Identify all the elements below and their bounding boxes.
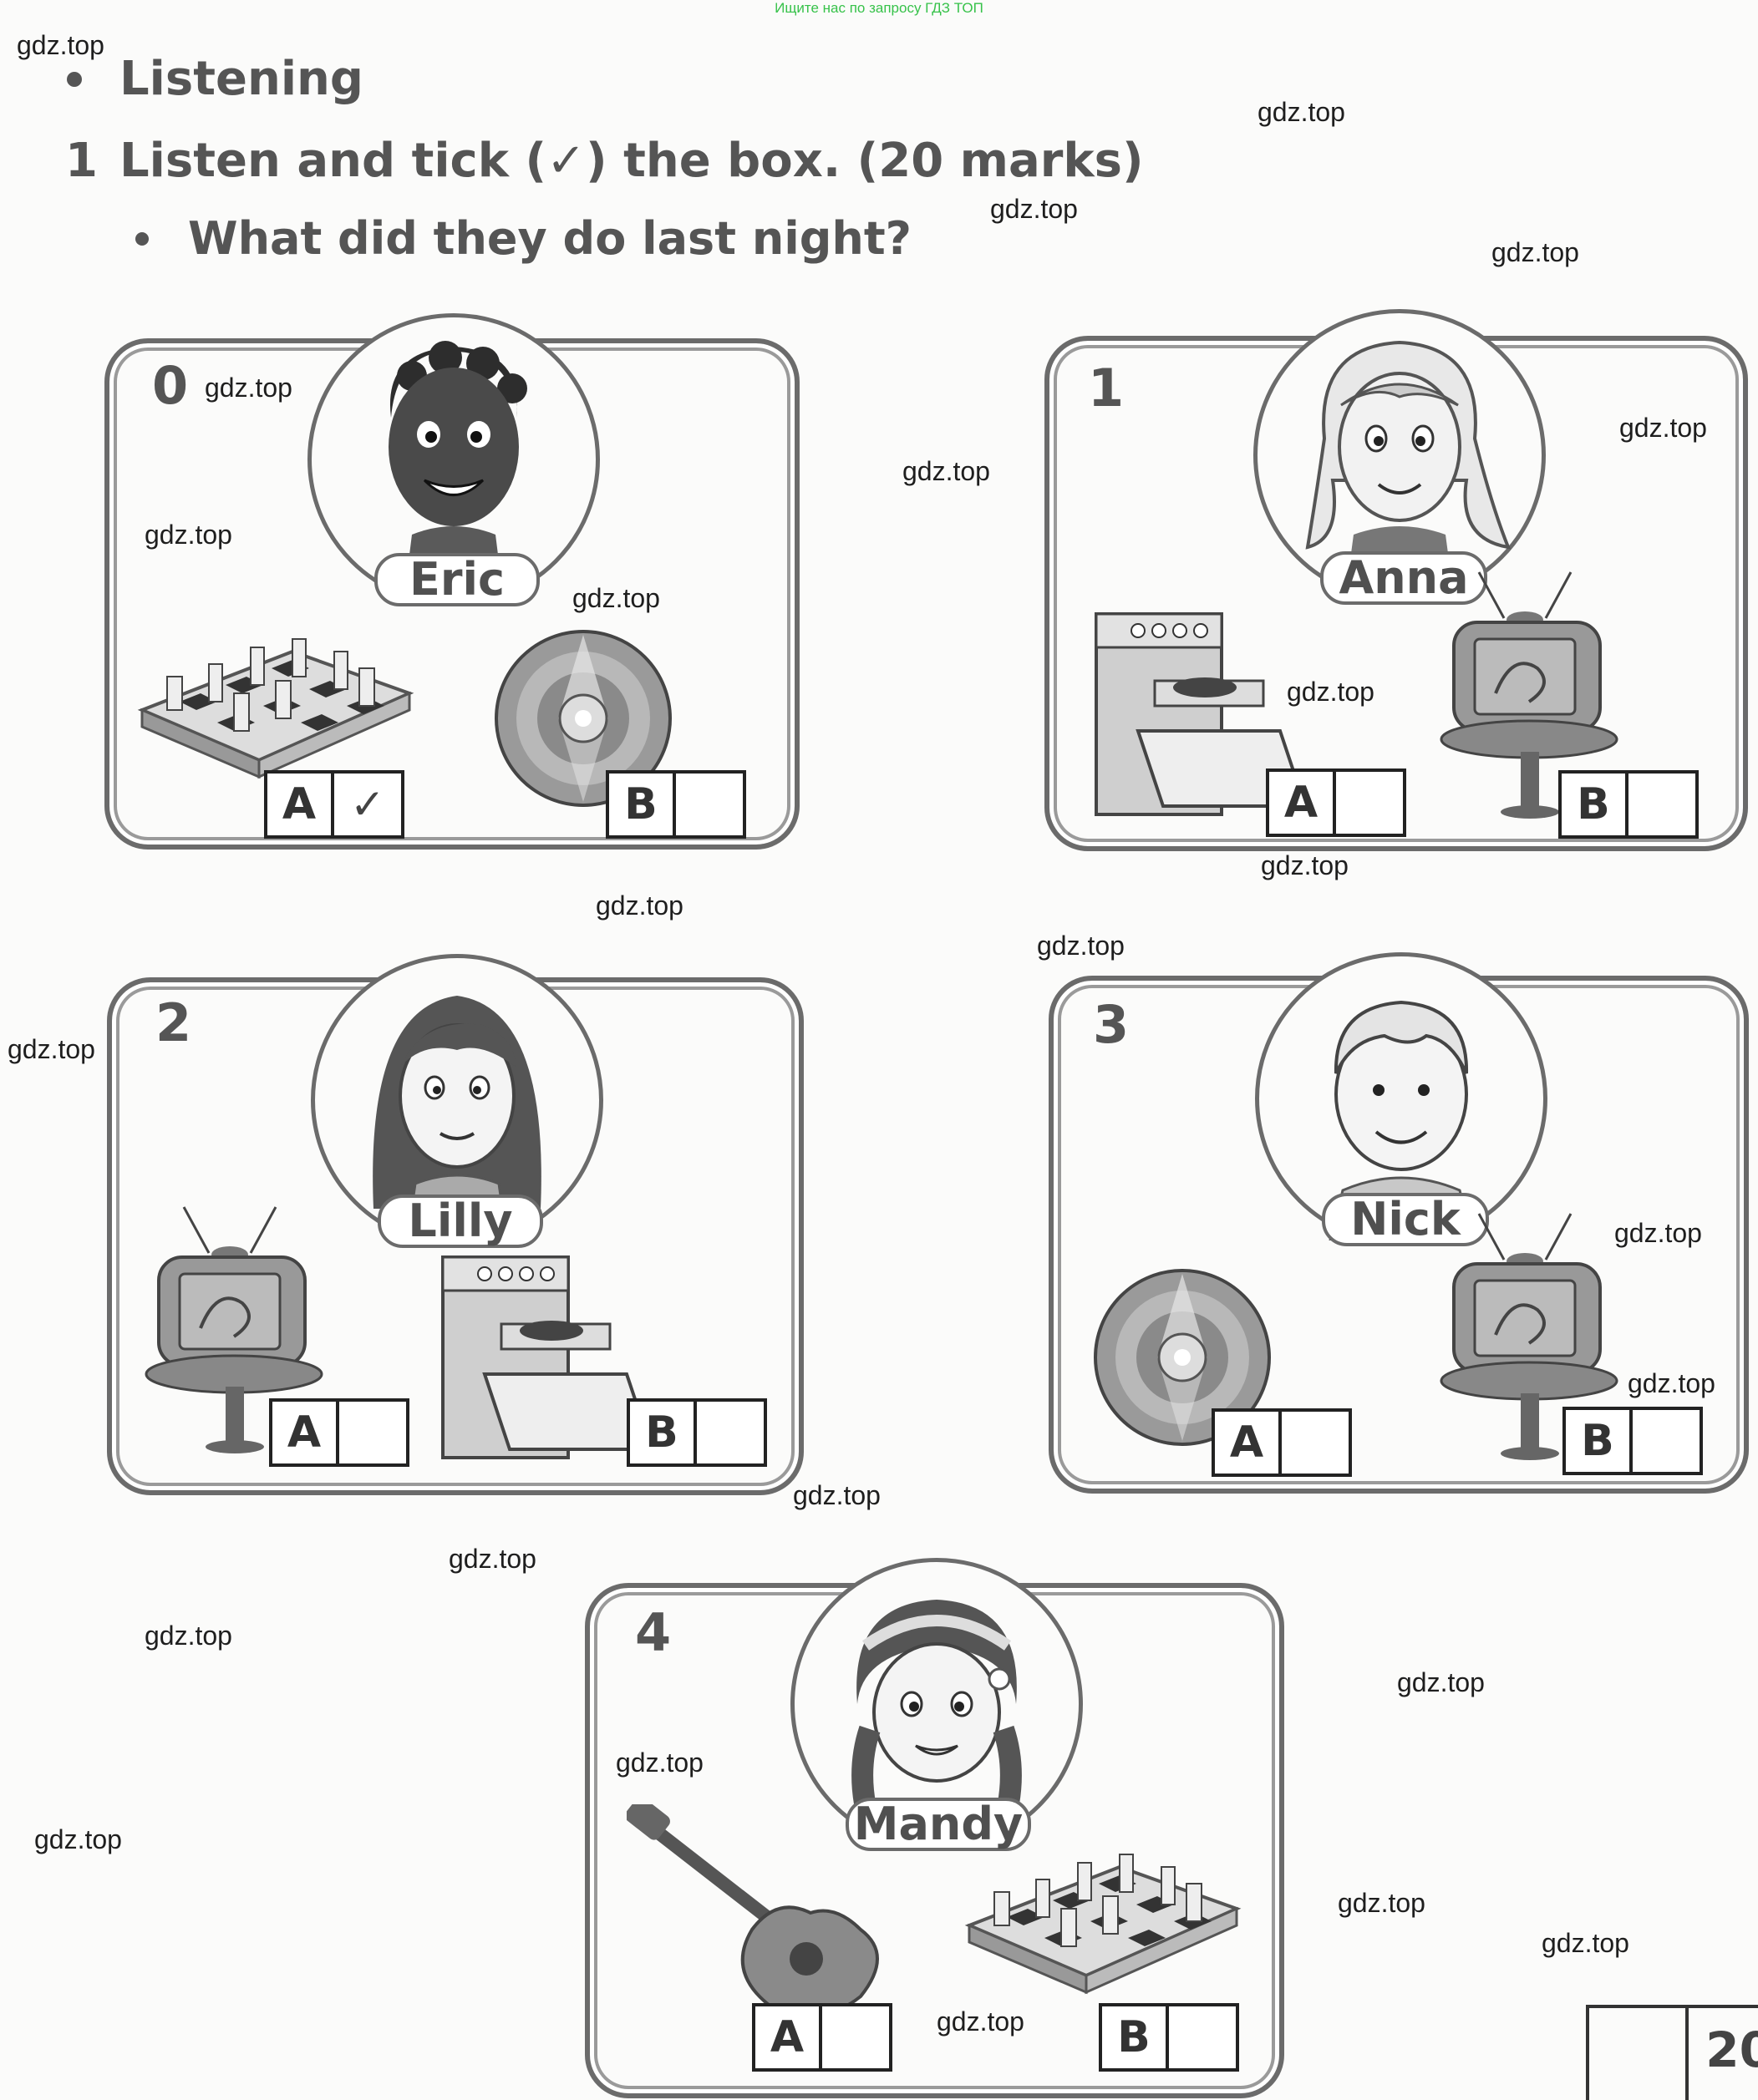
oven-icon [441, 1255, 654, 1459]
answer-box-a[interactable]: A [752, 2003, 892, 2072]
name-label: Nick [1322, 1193, 1489, 1246]
watermark: gdz.top [449, 1544, 536, 1574]
answer-box-a[interactable]: A [269, 1398, 409, 1467]
tick-box[interactable] [1169, 2006, 1236, 2068]
watermark: gdz.top [1491, 237, 1579, 267]
watermark: gdz.top [145, 520, 232, 550]
score-box: 20 [1586, 2005, 1758, 2100]
watermark: gdz.top [1338, 1888, 1425, 1918]
watermark: gdz.top [1261, 850, 1349, 880]
answer-box-b[interactable]: B [606, 770, 746, 839]
watermark: gdz.top [8, 1034, 95, 1064]
name-label: Eric [374, 553, 540, 606]
answer-box-b[interactable]: B [627, 1398, 767, 1467]
watermark: gdz.top [205, 373, 292, 403]
watermark: gdz.top [1542, 1928, 1629, 1958]
watermark: gdz.top [17, 30, 104, 60]
bullet-icon [135, 232, 149, 246]
watermark: gdz.top [1628, 1368, 1715, 1398]
answer-box-a[interactable]: A ✓ [264, 770, 404, 839]
section-title: Listening [119, 52, 363, 106]
guitar-icon [627, 1804, 879, 2017]
answer-box-b[interactable]: B [1558, 770, 1699, 839]
card-number: 2 [155, 992, 192, 1053]
tick-box[interactable] [339, 1402, 406, 1463]
option-letter-a: A [755, 2006, 822, 2068]
watermark: gdz.top [145, 1621, 232, 1651]
tick-box[interactable] [1633, 1410, 1700, 1472]
option-letter-b: B [630, 1402, 697, 1463]
name-label: Anna [1320, 551, 1487, 605]
option-letter-b: B [1562, 774, 1628, 835]
watermark: gdz.top [572, 583, 660, 613]
task-number: 1 [65, 134, 98, 188]
option-letter-b: B [609, 774, 676, 835]
tick-box[interactable] [1628, 774, 1695, 835]
watermark: gdz.top [937, 2006, 1024, 2037]
card-number: 0 [152, 355, 189, 416]
watermark: gdz.top [902, 456, 990, 486]
watermark: gdz.top [1287, 677, 1374, 707]
option-letter-a: A [267, 774, 334, 835]
option-letter-b: B [1566, 1410, 1633, 1472]
answer-box-a[interactable]: A [1212, 1408, 1352, 1477]
cd-disc-icon [495, 630, 672, 807]
task-instruction: Listen and tick (✓) the box. (20 marks) [119, 134, 1144, 188]
answer-box-b[interactable]: B [1562, 1407, 1703, 1475]
card-number: 4 [635, 1602, 672, 1663]
oven-icon [1095, 612, 1308, 816]
score-entry[interactable] [1589, 2008, 1689, 2100]
watermark: gdz.top [596, 890, 683, 921]
option-letter-a: A [1215, 1412, 1282, 1474]
score-total: 20 [1705, 2021, 1758, 2078]
watermark: gdz.top [616, 1747, 704, 1778]
tick-box[interactable] [1282, 1412, 1349, 1474]
tick-box[interactable] [1336, 772, 1403, 834]
option-letter-a: A [1269, 772, 1336, 834]
watermark: gdz.top [1037, 931, 1125, 961]
television-icon [145, 1206, 323, 1453]
answer-box-a[interactable]: A [1266, 768, 1406, 837]
chess-board-icon [137, 638, 414, 779]
watermark: gdz.top [990, 194, 1078, 224]
watermark: gdz.top [1258, 97, 1345, 127]
watermark: gdz.top [1397, 1667, 1485, 1697]
portrait-mandy [790, 1558, 1083, 1850]
name-label: Lilly [378, 1195, 543, 1248]
watermark: gdz.top [793, 1480, 881, 1510]
answer-box-b[interactable]: B [1099, 2003, 1239, 2072]
card-number: 1 [1088, 358, 1125, 418]
tick-box[interactable] [676, 774, 743, 835]
option-letter-a: A [272, 1402, 339, 1463]
watermark: gdz.top [34, 1824, 122, 1854]
card-number: 3 [1093, 994, 1130, 1055]
watermark: gdz.top [1614, 1218, 1702, 1248]
chess-board-icon [964, 1854, 1242, 1995]
tick-box[interactable] [697, 1402, 764, 1463]
watermark: gdz.top [1619, 413, 1707, 443]
television-icon [1440, 1213, 1618, 1460]
question-text: What did they do last night? [188, 212, 912, 265]
name-label: Mandy [846, 1798, 1031, 1851]
option-letter-b: B [1102, 2006, 1169, 2068]
top-banner: Ищите нас по запросу ГДЗ ТОП [775, 0, 983, 16]
cd-disc-icon [1094, 1269, 1271, 1446]
tick-box[interactable]: ✓ [350, 780, 385, 829]
television-icon [1440, 571, 1618, 819]
bullet-icon [67, 72, 82, 87]
tick-box[interactable] [822, 2006, 889, 2068]
